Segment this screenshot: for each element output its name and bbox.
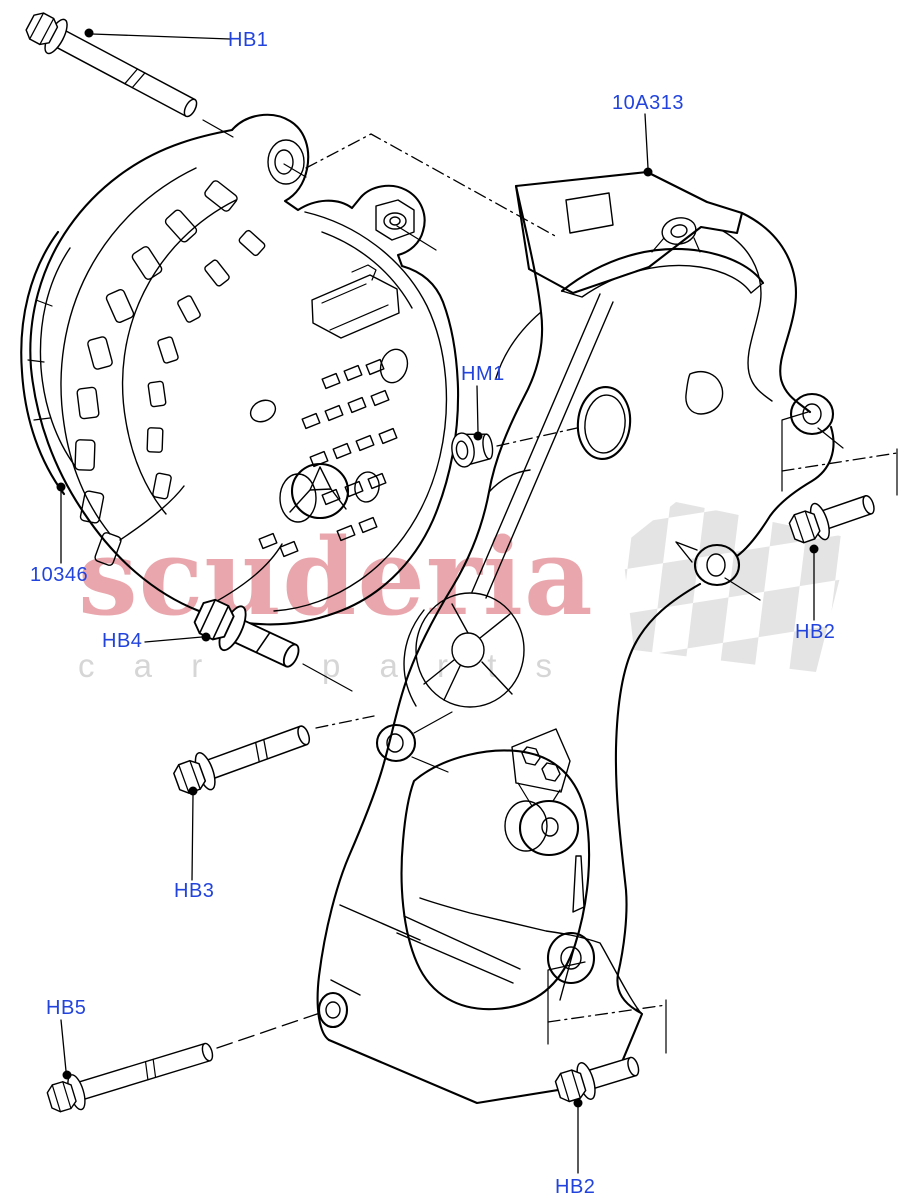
callout-10a313[interactable]: 10A313 bbox=[612, 92, 684, 114]
alternator bbox=[20, 113, 460, 626]
bracket-hm1-hole bbox=[576, 386, 632, 460]
alternator-housing-slots bbox=[74, 180, 266, 566]
bolt-hb4 bbox=[193, 598, 300, 668]
bracket-lower-right-ear bbox=[693, 543, 741, 587]
alternator-rear-ear-nut bbox=[375, 199, 415, 241]
bolt-hb5 bbox=[46, 1042, 214, 1113]
bolt-hb3 bbox=[173, 725, 311, 794]
watermark-sub-left: c a r bbox=[78, 647, 217, 684]
watermark-sub-right: p a r t s bbox=[322, 647, 567, 684]
bolt-hb2-lower bbox=[554, 1056, 640, 1103]
alternator-pulley bbox=[20, 230, 66, 496]
callout-hm1[interactable]: HM1 bbox=[461, 363, 505, 385]
callout-hb2-lower[interactable]: HB2 bbox=[555, 1176, 595, 1198]
bracket-bottom-left-boss bbox=[317, 991, 349, 1029]
bracket-top-plate bbox=[514, 170, 744, 295]
bracket-left-ear bbox=[375, 723, 417, 763]
alternator-vent-grid bbox=[258, 358, 398, 558]
leader-lines bbox=[56, 28, 819, 1174]
alternator-connector bbox=[311, 264, 400, 339]
watermark-brand-text: scuderia bbox=[78, 514, 594, 639]
fasteners bbox=[25, 12, 875, 1113]
bracket-spoked-hub bbox=[403, 592, 525, 708]
callouts: HB1 10A313 HM1 10346 HB4 HB2 HB3 HB5 HB2 bbox=[30, 29, 835, 1198]
bracket-bottom-right-boss bbox=[546, 931, 596, 985]
callout-hb2-upper[interactable]: HB2 bbox=[795, 621, 835, 643]
callout-hb3[interactable]: HB3 bbox=[174, 880, 214, 902]
callout-hb1[interactable]: HB1 bbox=[228, 29, 268, 51]
checkered-flag-watermark bbox=[622, 502, 850, 672]
callout-hb4[interactable]: HB4 bbox=[102, 630, 142, 652]
callout-hb5[interactable]: HB5 bbox=[46, 997, 86, 1019]
plug-hm1 bbox=[451, 432, 494, 468]
bracket-pivot-boss bbox=[504, 800, 548, 852]
bolt-hb2-upper bbox=[788, 495, 875, 544]
projection-lines bbox=[202, 119, 898, 1054]
alternator-upper-ear-hole bbox=[267, 139, 305, 185]
watermark: scuderia c a r p a r t s bbox=[78, 502, 850, 684]
bolt-hb1 bbox=[25, 12, 198, 118]
bracket-hex-plate bbox=[511, 728, 571, 807]
callout-10346[interactable]: 10346 bbox=[30, 564, 88, 586]
mounting-bracket bbox=[316, 170, 835, 1105]
bracket-upper-right-ear bbox=[789, 392, 835, 436]
